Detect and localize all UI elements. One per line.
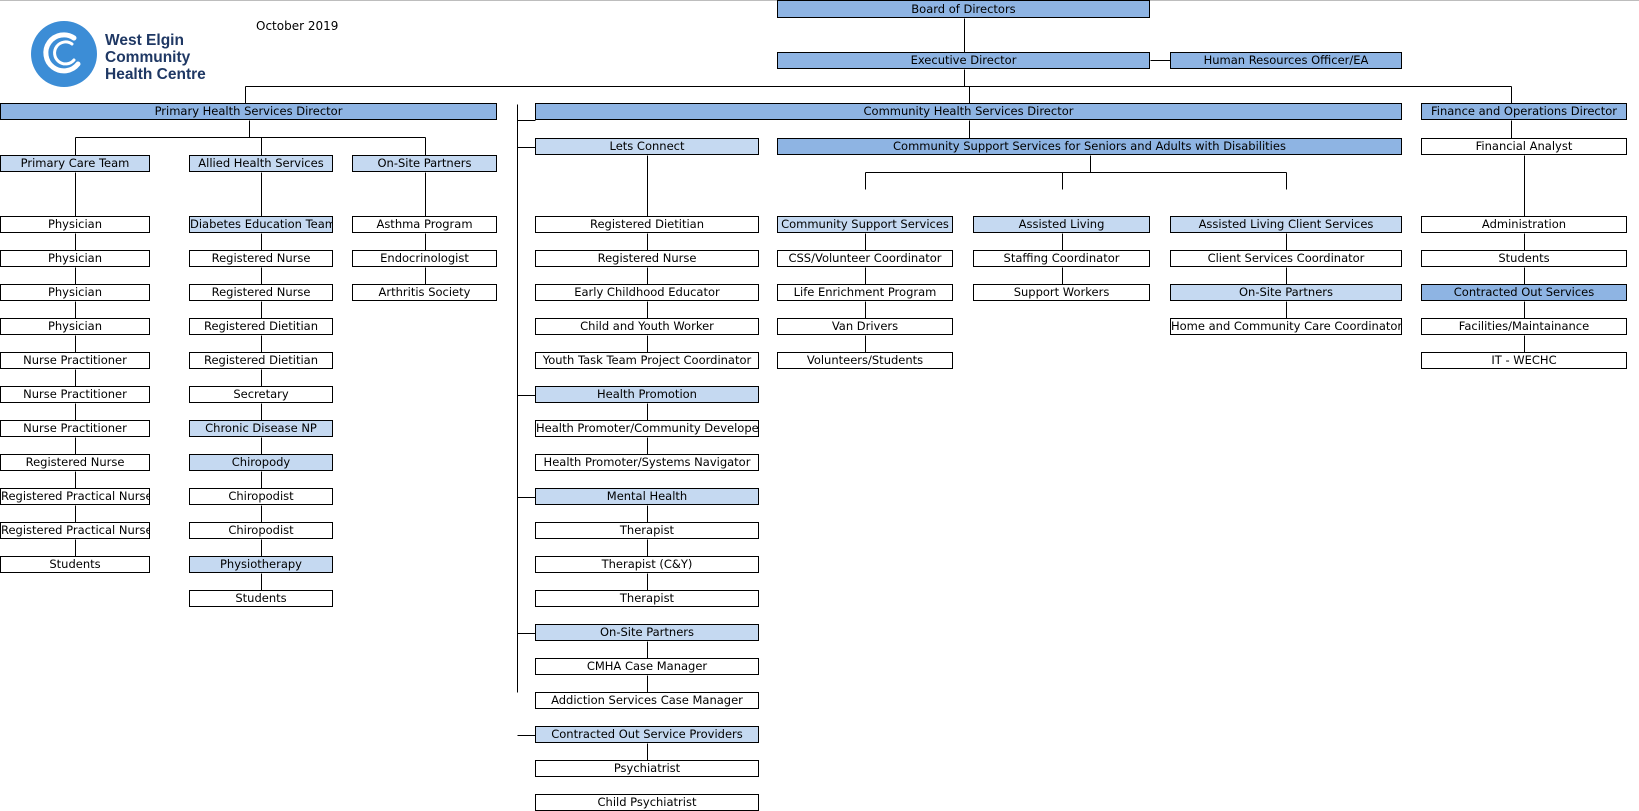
node-ahs: Allied Health Services (189, 155, 333, 172)
node-fod: Finance and Operations Director (1421, 103, 1627, 120)
node-phsd: Primary Health Services Director (0, 103, 497, 120)
node-pct5: Nurse Practitioner (0, 352, 150, 369)
node-ahs4: Registered Dietitian (189, 318, 333, 335)
node-ahs1: Diabetes Education Team (189, 216, 333, 233)
node-mh: Mental Health (535, 488, 759, 505)
node-osp2b: Addiction Services Case Manager (535, 692, 759, 709)
node-hp2: Health Promoter/Systems Navigator (535, 454, 759, 471)
logo-line-1: West Elgin (105, 32, 184, 49)
node-ahs6: Secretary (189, 386, 333, 403)
node-cosp2: Child Psychiatrist (535, 794, 759, 811)
node-fo1: Financial Analyst (1421, 138, 1627, 155)
node-lc3: Early Childhood Educator (535, 284, 759, 301)
node-cs: Community Support Services (777, 216, 953, 233)
node-css: Community Support Services for Seniors a… (777, 138, 1402, 155)
node-ahs10: Chiropodist (189, 522, 333, 539)
logo-text: West Elgin Community Health Centre (105, 32, 206, 83)
node-lc4: Child and Youth Worker (535, 318, 759, 335)
logo-line-3: Health Centre (105, 66, 206, 83)
logo-circle-icon (31, 21, 97, 87)
node-lc2: Registered Nurse (535, 250, 759, 267)
node-pct10: Registered Practical Nurse (0, 522, 150, 539)
logo: West Elgin Community Health Centre (10, 10, 208, 96)
node-cosp1: Psychiatrist (535, 760, 759, 777)
node-fo5: Facilities/Maintainance (1421, 318, 1627, 335)
node-pct1: Physician (0, 216, 150, 233)
node-exec: Executive Director (777, 52, 1150, 69)
node-chsd: Community Health Services Director (535, 103, 1402, 120)
node-ahs9: Chiropodist (189, 488, 333, 505)
node-cs2: Life Enrichment Program (777, 284, 953, 301)
node-fo6: IT - WECHC (1421, 352, 1627, 369)
node-lc1: Registered Dietitian (535, 216, 759, 233)
node-alc1: Client Services Coordinator (1170, 250, 1402, 267)
node-osp2a: CMHA Case Manager (535, 658, 759, 675)
node-mh2: Therapist (C&Y) (535, 556, 759, 573)
node-hp: Health Promotion (535, 386, 759, 403)
node-pct8: Registered Nurse (0, 454, 150, 471)
node-fo3: Students (1421, 250, 1627, 267)
node-osp1c: Arthritis Society (352, 284, 497, 301)
node-board: Board of Directors (777, 0, 1150, 18)
node-pct11: Students (0, 556, 150, 573)
node-cosp: Contracted Out Service Providers (535, 726, 759, 743)
chart-date: October 2019 (256, 19, 339, 33)
node-pct6: Nurse Practitioner (0, 386, 150, 403)
node-osp1a: Asthma Program (352, 216, 497, 233)
node-ahs2: Registered Nurse (189, 250, 333, 267)
node-al2: Support Workers (973, 284, 1150, 301)
node-pct2: Physician (0, 250, 150, 267)
node-ahs7: Chronic Disease NP (189, 420, 333, 437)
node-pct: Primary Care Team (0, 155, 150, 172)
node-ahs5: Registered Dietitian (189, 352, 333, 369)
node-mh3: Therapist (535, 590, 759, 607)
node-osp2: On-Site Partners (535, 624, 759, 641)
node-alc2: On-Site Partners (1170, 284, 1402, 301)
logo-line-2: Community (105, 49, 191, 66)
node-al1: Staffing Coordinator (973, 250, 1150, 267)
node-alc3: Home and Community Care Coordinators (1170, 318, 1402, 335)
node-pct7: Nurse Practitioner (0, 420, 150, 437)
node-hp1: Health Promoter/Community Developer (535, 420, 759, 437)
node-osp1: On-Site Partners (352, 155, 497, 172)
node-cs1: CSS/Volunteer Coordinator (777, 250, 953, 267)
connector-lines (75, 18, 1525, 761)
node-mh1: Therapist (535, 522, 759, 539)
node-ahs11: Physiotherapy (189, 556, 333, 573)
node-fo4: Contracted Out Services (1421, 284, 1627, 301)
node-lc5: Youth Task Team Project Coordinator (535, 352, 759, 369)
node-cs4: Volunteers/Students (777, 352, 953, 369)
node-osp1b: Endocrinologist (352, 250, 497, 267)
node-alc: Assisted Living Client Services (1170, 216, 1402, 233)
node-pct3: Physician (0, 284, 150, 301)
node-pct9: Registered Practical Nurse (0, 488, 150, 505)
node-ahs3: Registered Nurse (189, 284, 333, 301)
node-ahs12: Students (189, 590, 333, 607)
node-hr: Human Resources Officer/EA (1170, 52, 1402, 69)
node-ahs8: Chiropody (189, 454, 333, 471)
node-cs3: Van Drivers (777, 318, 953, 335)
node-lc: Lets Connect (535, 138, 759, 155)
node-fo2: Administration (1421, 216, 1627, 233)
node-pct4: Physician (0, 318, 150, 335)
node-al: Assisted Living (973, 216, 1150, 233)
